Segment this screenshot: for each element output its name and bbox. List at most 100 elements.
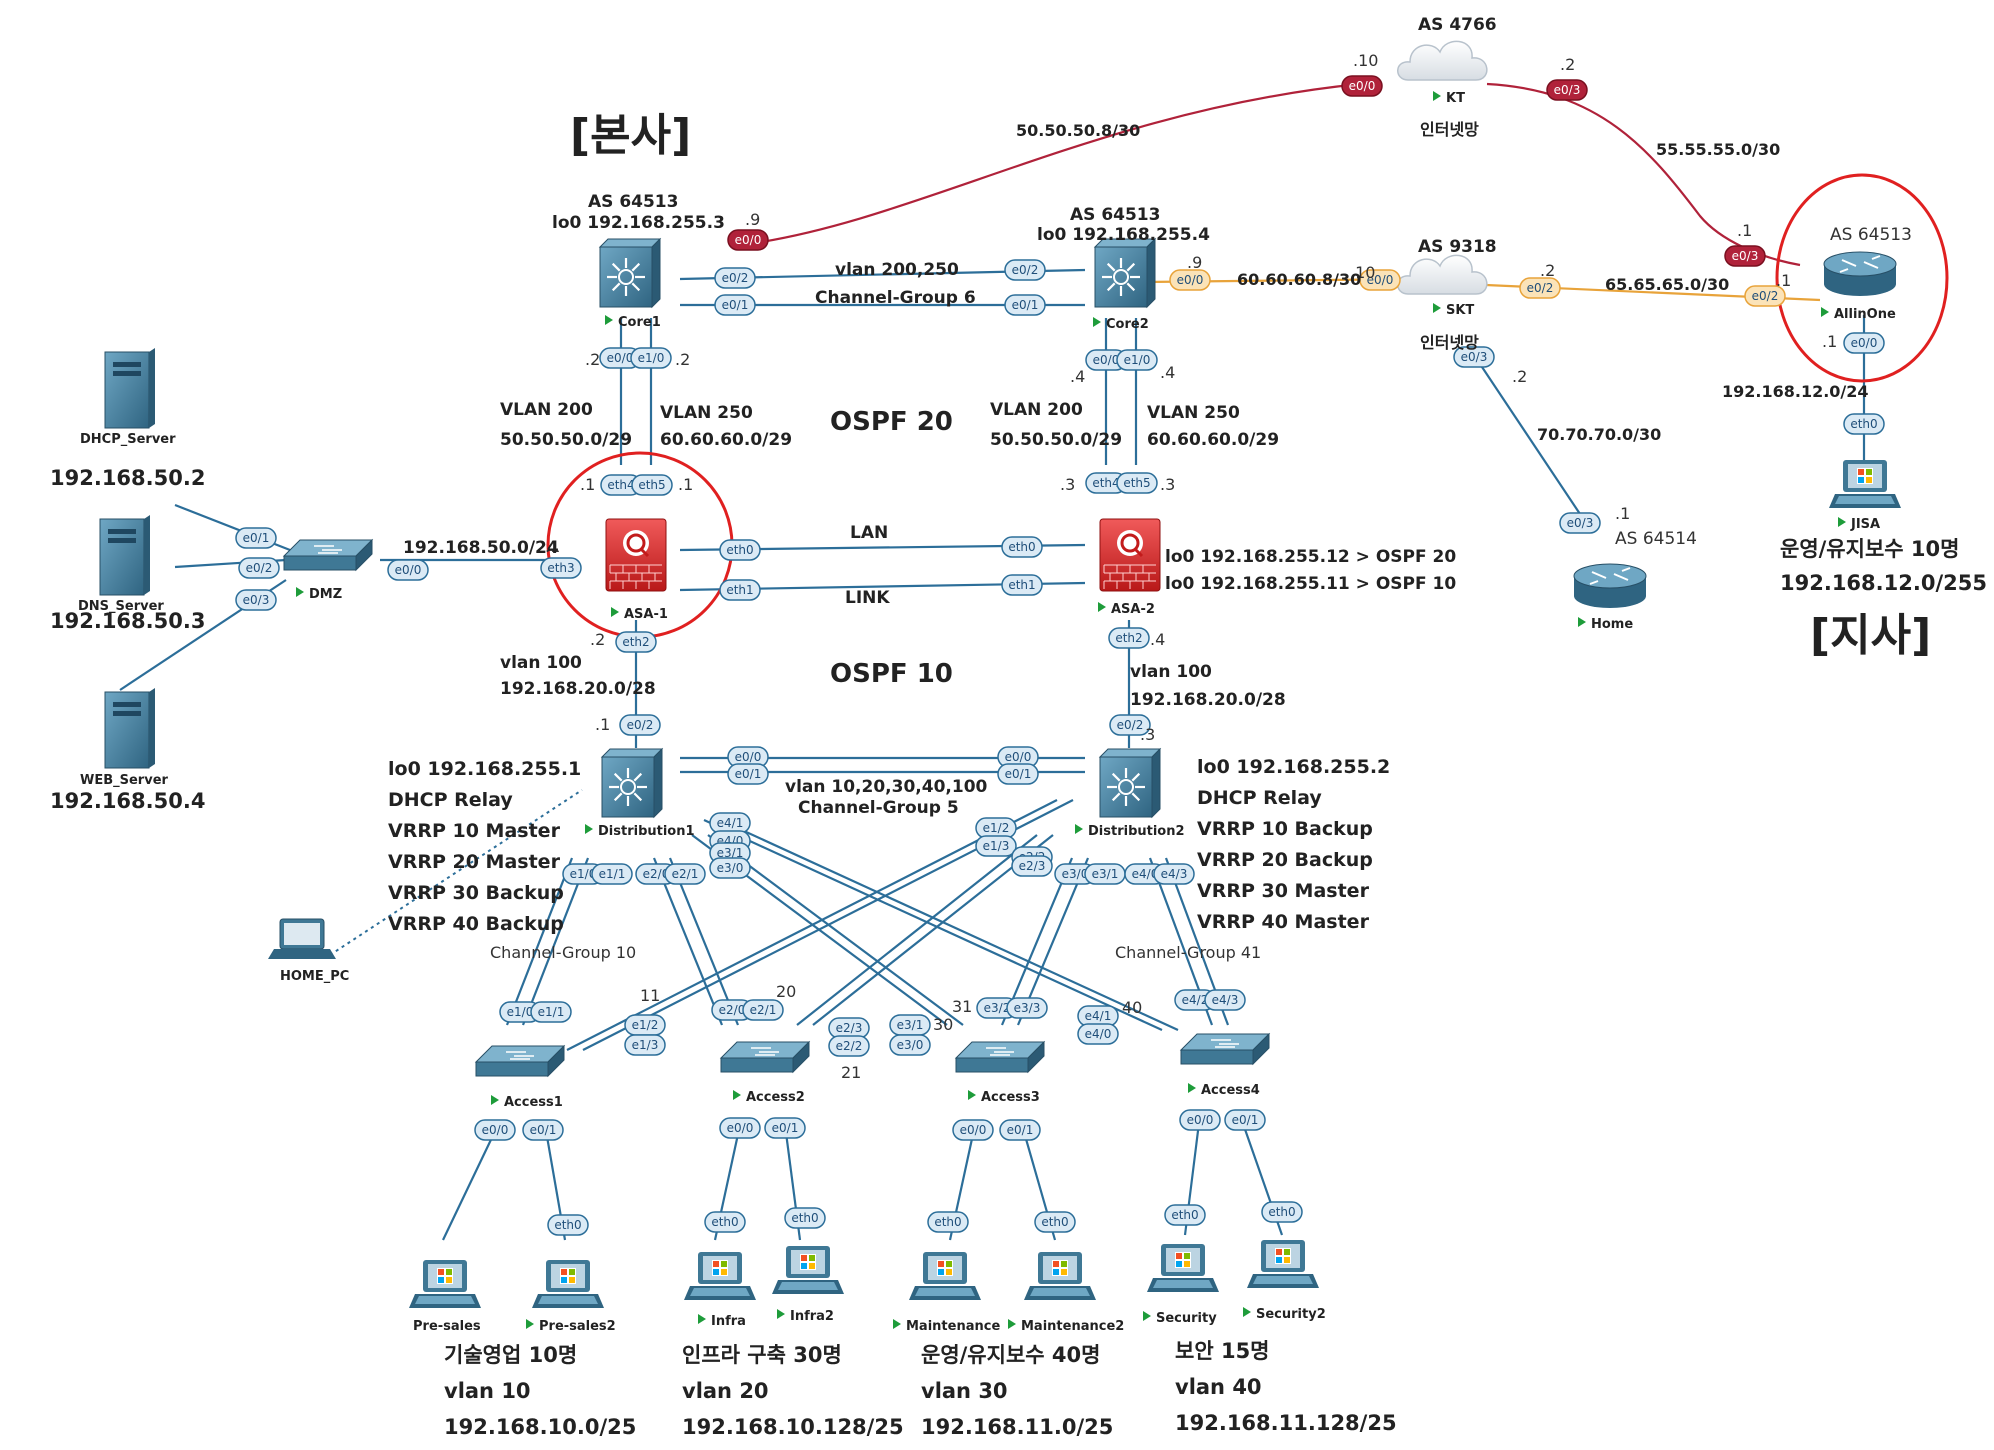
maint2-eth0[interactable]: eth0 [1034, 1211, 1076, 1233]
acc4-e41[interactable]: e4/1 [1077, 1005, 1119, 1027]
asa1-eth0[interactable]: eth0 [719, 539, 761, 561]
skt-e02[interactable]: e0/2 [1519, 277, 1561, 299]
distribution1-switch[interactable] [600, 747, 664, 819]
core1-e01[interactable]: e0/1 [714, 294, 756, 316]
distribution2-switch[interactable] [1098, 747, 1162, 819]
core2-e02[interactable]: e0/2 [1004, 259, 1046, 281]
asa1-eth1[interactable]: eth1 [719, 579, 761, 601]
dist1-e11[interactable]: e1/1 [591, 863, 633, 885]
dist1-e21[interactable]: e2/1 [664, 863, 706, 885]
dhcp-server[interactable] [104, 348, 155, 429]
dmz-e03[interactable]: e0/3 [235, 589, 277, 611]
kt-cloud[interactable] [1397, 40, 1488, 81]
maintenance-pc[interactable] [909, 1252, 981, 1300]
core1-e00[interactable]: e0/0 [727, 229, 769, 251]
allinone-e03[interactable]: e0/3 [1724, 245, 1766, 267]
acc1-e12[interactable]: e1/2 [624, 1014, 666, 1036]
core1-e10[interactable]: e1/0 [630, 347, 672, 369]
acc1-e10[interactable]: e1/0 [499, 1001, 541, 1023]
acc1-e01[interactable]: e0/1 [522, 1119, 564, 1141]
dmz-e01[interactable]: e0/1 [235, 527, 277, 549]
dmz-e02[interactable]: e0/2 [238, 557, 280, 579]
acc3-e32[interactable]: e3/2 [976, 997, 1018, 1019]
dist2-e01[interactable]: e0/1 [997, 763, 1039, 785]
core2-switch[interactable] [1093, 237, 1157, 309]
core1-switch[interactable] [598, 237, 662, 309]
core2-e00[interactable]: e0/0 [1169, 269, 1211, 291]
asa2-eth0[interactable]: eth0 [1001, 536, 1043, 558]
skt-e03[interactable]: e0/3 [1453, 346, 1495, 368]
kt-e00[interactable]: e0/0 [1341, 75, 1383, 97]
security-pc[interactable] [1147, 1244, 1219, 1292]
dist2-e30[interactable]: e3/0 [1054, 863, 1096, 885]
access3-switch[interactable] [954, 1040, 1046, 1074]
allinone-e02[interactable]: e0/2 [1744, 285, 1786, 307]
acc2-e22[interactable]: e2/2 [828, 1035, 870, 1057]
core2-e10[interactable]: e1/0 [1116, 349, 1158, 371]
dist2-e23[interactable]: e2/3 [1011, 855, 1053, 877]
acc2-e01[interactable]: e0/1 [764, 1117, 806, 1139]
infra-eth0[interactable]: eth0 [704, 1211, 746, 1233]
infra-pc[interactable] [684, 1252, 756, 1300]
core2-e01[interactable]: e0/1 [1004, 294, 1046, 316]
asa2-eth5[interactable]: eth5 [1116, 472, 1158, 494]
asa1-eth2[interactable]: eth2 [615, 631, 657, 653]
dist1-e00[interactable]: e0/0 [727, 746, 769, 768]
dist1-e41[interactable]: e4/1 [709, 812, 751, 834]
access4-switch[interactable] [1179, 1032, 1271, 1066]
core1-e02[interactable]: e0/2 [714, 267, 756, 289]
dist2-e43[interactable]: e4/3 [1153, 863, 1195, 885]
skt-e00[interactable]: e0/0 [1359, 269, 1401, 291]
asa1-firewall[interactable] [605, 518, 667, 592]
home-router[interactable] [1573, 563, 1647, 608]
allinone-e00[interactable]: e0/0 [1843, 332, 1885, 354]
acc3-e33[interactable]: e3/3 [1006, 997, 1048, 1019]
asa1-eth5[interactable]: eth5 [631, 474, 673, 496]
dmz-e00[interactable]: e0/0 [387, 559, 429, 581]
acc4-e40[interactable]: e4/0 [1077, 1023, 1119, 1045]
acc3-e01[interactable]: e0/1 [999, 1119, 1041, 1141]
acc4-e00[interactable]: e0/0 [1179, 1109, 1221, 1131]
acc2-e00[interactable]: e0/0 [719, 1117, 761, 1139]
dist2-e12[interactable]: e1/2 [975, 817, 1017, 839]
web-server[interactable] [104, 688, 155, 769]
home-e03[interactable]: e0/3 [1559, 512, 1601, 534]
jisa-pc[interactable] [1829, 460, 1901, 508]
acc2-e23[interactable]: e2/3 [828, 1017, 870, 1039]
jisa-eth0[interactable]: eth0 [1843, 413, 1885, 435]
acc4-e42[interactable]: e4/2 [1174, 989, 1216, 1011]
asa2-eth4[interactable]: eth4 [1085, 472, 1127, 494]
asa2-firewall[interactable] [1099, 518, 1161, 592]
presales2-pc[interactable] [532, 1260, 604, 1308]
security-eth0[interactable]: eth0 [1164, 1204, 1206, 1226]
infra2-pc[interactable] [772, 1246, 844, 1294]
asa2-eth1[interactable]: eth1 [1001, 574, 1043, 596]
dist2-e13[interactable]: e1/3 [975, 835, 1017, 857]
home-pc[interactable] [268, 918, 336, 959]
dist2-e31[interactable]: e3/1 [1084, 863, 1126, 885]
maint-eth0[interactable]: eth0 [927, 1211, 969, 1233]
dns-server[interactable] [99, 515, 150, 596]
access2-switch[interactable] [719, 1040, 811, 1074]
acc3-e31[interactable]: e3/1 [889, 1014, 931, 1036]
presales-pc[interactable] [409, 1260, 481, 1308]
acc4-e01[interactable]: e0/1 [1224, 1109, 1266, 1131]
acc2-e21[interactable]: e2/1 [742, 999, 784, 1021]
skt-cloud[interactable] [1397, 254, 1488, 295]
acc4-e43[interactable]: e4/3 [1204, 989, 1246, 1011]
acc1-e00[interactable]: e0/0 [474, 1119, 516, 1141]
asa1-eth3[interactable]: eth3 [540, 557, 582, 579]
allinone-router[interactable] [1823, 251, 1897, 296]
dmz-switch[interactable] [282, 538, 374, 572]
kt-e03[interactable]: e0/3 [1546, 79, 1588, 101]
security2-pc[interactable] [1247, 1240, 1319, 1288]
dist1-e01[interactable]: e0/1 [727, 763, 769, 785]
infra2-eth0[interactable]: eth0 [784, 1207, 826, 1229]
asa1-eth4[interactable]: eth4 [600, 474, 642, 496]
dist1-e30[interactable]: e3/0 [709, 857, 751, 879]
asa2-eth2[interactable]: eth2 [1108, 627, 1150, 649]
maintenance2-pc[interactable] [1024, 1252, 1096, 1300]
presales2-eth0[interactable]: eth0 [547, 1214, 589, 1236]
security2-eth0[interactable]: eth0 [1261, 1201, 1303, 1223]
acc3-e00[interactable]: e0/0 [952, 1119, 994, 1141]
